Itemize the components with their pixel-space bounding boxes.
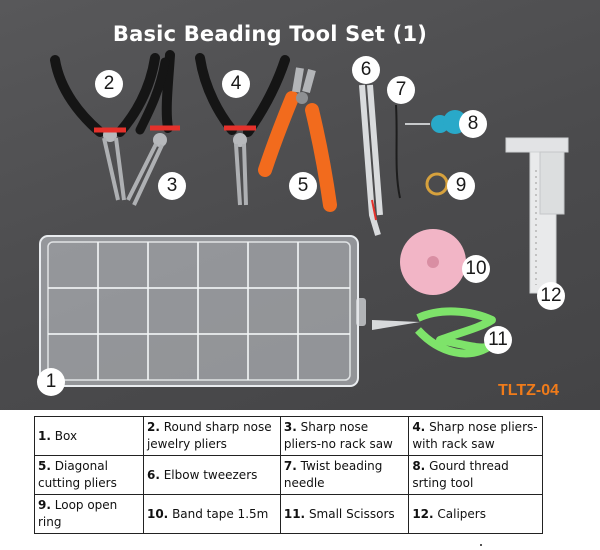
marker-3: 3 <box>158 172 186 200</box>
legend-cell: 2. Round sharp nose jewelry pliers <box>142 416 281 456</box>
sharp-nose-pliers-with-rack <box>195 53 290 206</box>
legend-row: 5. Diagonal cutting pliers 6. Elbow twee… <box>34 455 543 495</box>
legend-row: 1. Box 2. Round sharp nose jewelry plier… <box>34 416 543 456</box>
legend-cell: 11. Small Scissors <box>279 494 410 534</box>
legend-cell: 12. Calipers <box>408 494 543 534</box>
marker-7: 7 <box>387 76 415 104</box>
marker-8: 8 <box>459 110 487 138</box>
bead-box <box>39 235 366 387</box>
legend-row: 9. Loop open ring 10. Band tape 1.5m 11.… <box>34 494 543 534</box>
page-title: Basic Beading Tool Set (1) <box>112 22 428 46</box>
legend-cell: 1. Box <box>34 416 144 456</box>
legend-cell: 8. Gourd thread srting tool <box>408 455 543 495</box>
diagonal-cutting-pliers <box>258 67 337 212</box>
marker-10: 10 <box>462 255 490 283</box>
loop-open-ring <box>425 172 449 196</box>
gourd-threading-tool <box>405 110 467 134</box>
twist-beading-needle <box>395 104 401 199</box>
legend-cell: 9. Loop open ring <box>34 494 144 534</box>
marker-6: 6 <box>352 56 380 84</box>
product-photo: Basic Beading Tool Set (1) 2 3 4 5 6 7 8… <box>0 0 600 410</box>
marker-5: 5 <box>289 172 317 200</box>
legend-cell: 6. Elbow tweezers <box>142 455 281 495</box>
marker-12: 12 <box>537 282 565 310</box>
stray-dot <box>480 544 482 546</box>
marker-1: 1 <box>37 368 65 396</box>
legend-cell: 7. Twist beading needle <box>279 455 410 495</box>
marker-11: 11 <box>484 326 512 354</box>
legend-cell: 3. Sharp nose pliers-no rack saw <box>279 416 410 456</box>
legend-table: 1. Box 2. Round sharp nose jewelry plier… <box>34 416 543 534</box>
marker-9: 9 <box>447 172 475 200</box>
marker-4: 4 <box>222 70 250 98</box>
round-nose-pliers <box>50 53 160 201</box>
tool-illustration <box>39 50 569 387</box>
band-tape <box>400 229 466 295</box>
legend-cell: 5. Diagonal cutting pliers <box>34 455 144 495</box>
elbow-tweezers <box>359 84 383 236</box>
legend-cell: 10. Band tape 1.5m <box>142 494 281 534</box>
calipers <box>505 137 569 294</box>
product-code: TLTZ-04 <box>498 382 560 399</box>
sharp-nose-pliers-no-rack <box>126 50 180 206</box>
marker-2: 2 <box>95 70 123 98</box>
legend-cell: 4. Sharp nose pliers-with rack saw <box>408 416 543 456</box>
small-scissors <box>372 307 496 358</box>
